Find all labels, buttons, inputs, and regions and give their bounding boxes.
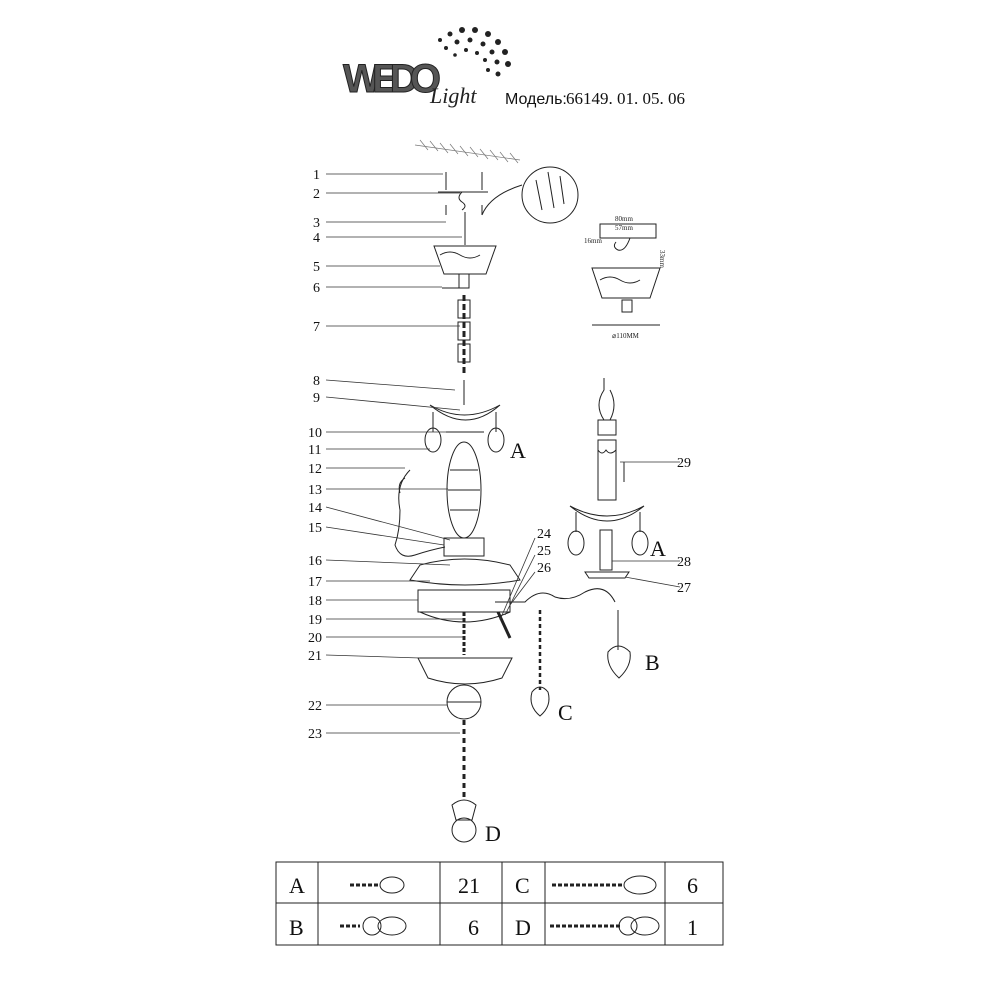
dim-diameter: ⌀110MM: [612, 332, 640, 340]
part-label: 27: [677, 581, 691, 596]
model-label: Модель:: [505, 91, 567, 108]
part-label: 20: [308, 631, 322, 646]
part-label: 8: [313, 374, 320, 389]
table-row: B 6 D 1: [289, 915, 698, 940]
table-qty: 1: [687, 915, 698, 940]
part-label: 19: [308, 613, 322, 628]
chandelier-drawing: [394, 166, 649, 843]
part-label: 26: [537, 561, 551, 576]
part-label: 29: [677, 456, 691, 471]
table-qty: 6: [687, 873, 698, 898]
parts-table: A 21 C 6 B 6 D 1: [275, 861, 724, 946]
table-row: A 21 C 6: [289, 873, 698, 898]
part-label: 4: [313, 231, 320, 246]
table-code: A: [289, 873, 305, 898]
table-qty: 6: [468, 915, 479, 940]
part-label: 9: [313, 391, 320, 406]
part-label: 10: [308, 426, 322, 441]
part-label: 18: [308, 594, 322, 609]
detail-letter-a: A: [650, 536, 666, 561]
dim-offset: 16mm: [584, 237, 602, 245]
part-label: 28: [677, 555, 691, 570]
part-label: 7: [313, 320, 320, 335]
part-label: 14: [308, 501, 322, 516]
part-labels: 1 2 3 4 5 6 7 8 9 10 11 12 13 14 15 16 1…: [308, 168, 691, 742]
part-label: 22: [308, 699, 322, 714]
logo-brand-text: WEDO: [343, 57, 441, 101]
detail-letter-d: D: [485, 821, 501, 846]
detail-letter-b: B: [645, 650, 660, 675]
part-label: 1: [313, 168, 320, 183]
logo-sub-text: Light: [429, 83, 477, 108]
dim-width-outer: 80mm: [615, 215, 633, 223]
table-crystal-icons: [340, 875, 660, 936]
part-label: 2: [313, 187, 320, 202]
part-label: 11: [308, 443, 321, 458]
dim-height: 33mm: [658, 250, 666, 268]
table-code: D: [515, 915, 531, 940]
dim-width-inner: 57mm: [615, 224, 633, 232]
part-label: 5: [313, 260, 320, 275]
table-code: C: [515, 873, 530, 898]
model-number: 66149. 01. 05. 06: [566, 89, 685, 108]
part-label: 25: [537, 544, 551, 559]
part-label: 24: [537, 527, 551, 542]
leader-lines: [325, 173, 681, 734]
part-label: 6: [313, 281, 320, 296]
part-label: 3: [313, 216, 320, 231]
ceiling-hatch: [414, 139, 521, 164]
hook-detail: 80mm 57mm 16mm 33mm ⌀110MM: [584, 215, 666, 340]
logo-swirl-icon: [438, 27, 511, 77]
part-label: 13: [308, 483, 322, 498]
brand-logo: WEDO Light: [343, 27, 511, 108]
table-qty: 21: [458, 873, 480, 898]
table-code: B: [289, 915, 304, 940]
part-label: 15: [308, 521, 322, 536]
part-label: 21: [308, 649, 322, 664]
part-label: 23: [308, 727, 322, 742]
part-label: 17: [308, 575, 322, 590]
part-label: 16: [308, 554, 322, 569]
detail-letter-c: C: [558, 700, 573, 725]
detail-letter-a: A: [510, 438, 526, 463]
part-label: 12: [308, 462, 322, 477]
